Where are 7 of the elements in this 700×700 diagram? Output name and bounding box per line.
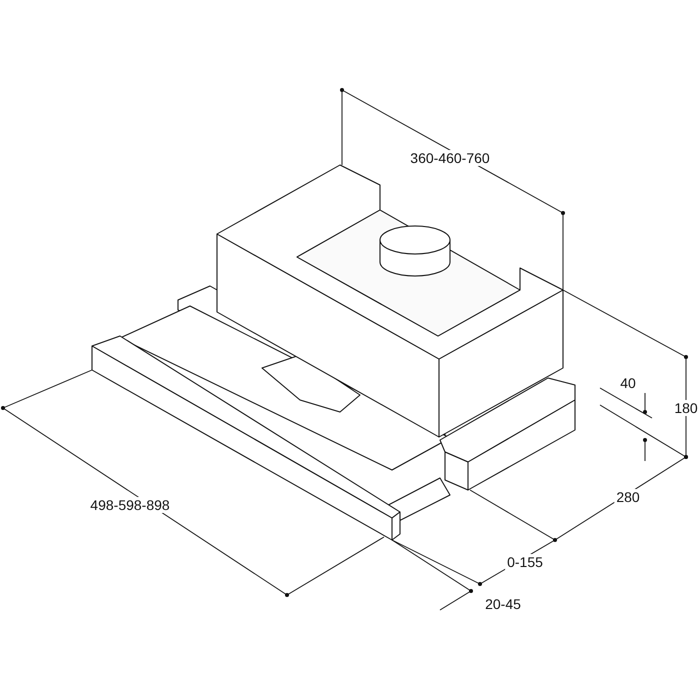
dimension-label: 498-598-898 [88,497,172,513]
dimension-label: 0-155 [505,554,545,570]
dimension-label: 40 [618,375,638,391]
dimension-label: 280 [614,489,642,505]
dimension-label: 20-45 [483,596,523,612]
dimension-label: 360-460-760 [408,150,492,166]
dimension-label: 180 [672,400,700,416]
